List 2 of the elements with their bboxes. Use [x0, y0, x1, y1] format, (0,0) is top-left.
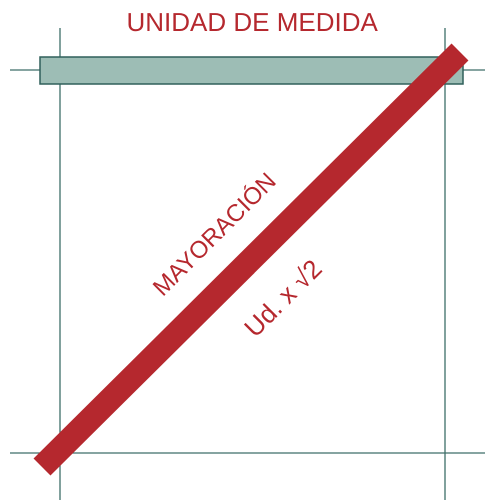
title: UNIDAD DE MEDIDA [126, 6, 378, 38]
formula-label: Ud. x √2 [238, 252, 328, 344]
